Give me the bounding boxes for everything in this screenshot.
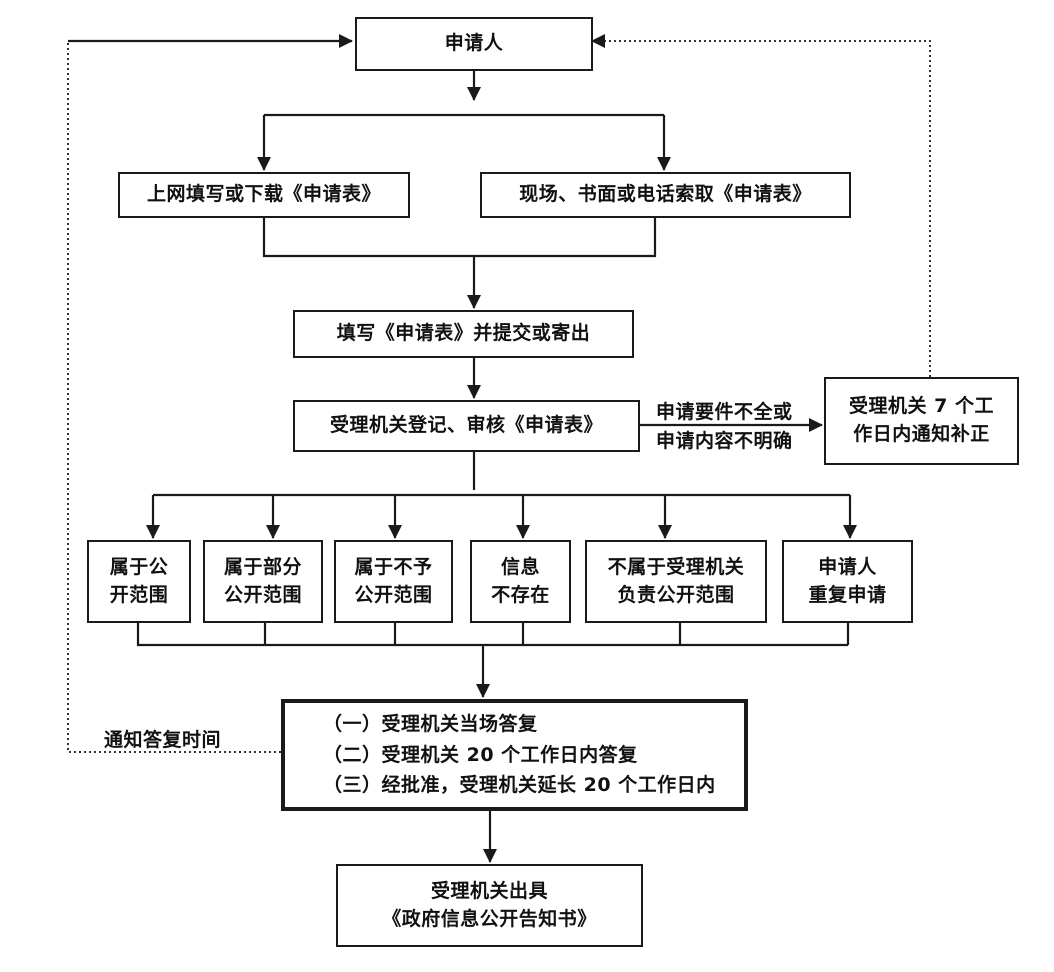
node-download-form: 上网填写或下载《申请表》 bbox=[118, 172, 410, 218]
node-applicant-text: 申请人 bbox=[444, 32, 504, 55]
node-register-review-text: 受理机关登记、审核《申请表》 bbox=[329, 414, 603, 437]
reply-option-3: （三）经批准，受理机关延长 20 个工作日内 bbox=[323, 774, 716, 797]
node-submit-form-text: 填写《申请表》并提交或寄出 bbox=[336, 322, 591, 345]
node-cat-repeat: 申请人 重复申请 bbox=[782, 540, 913, 623]
node-cat-partial: 属于部分 公开范围 bbox=[203, 540, 323, 623]
reply-option-2: （二）受理机关 20 个工作日内答复 bbox=[323, 743, 638, 766]
label-incomplete-line-2: 申请内容不明确 bbox=[656, 429, 793, 452]
node-onsite-form-text: 现场、书面或电话索取《申请表》 bbox=[519, 183, 812, 206]
edge-feedback-right bbox=[591, 34, 931, 377]
node-issue-notice: 受理机关出具 《政府信息公开告知书》 bbox=[336, 864, 643, 947]
node-cat-public: 属于公 开范围 bbox=[87, 540, 191, 623]
node-cat-not-responsible: 不属于受理机关 负责公开范围 bbox=[585, 540, 767, 623]
node-notify-correction-line-1: 受理机关 7 个工 bbox=[849, 395, 994, 418]
edge-category-merge bbox=[136, 622, 848, 647]
edge-feedback-left bbox=[67, 41, 281, 753]
label-incomplete-line-1: 申请要件不全或 bbox=[656, 401, 793, 423]
node-onsite-form: 现场、书面或电话索取《申请表》 bbox=[480, 172, 851, 218]
node-notify-correction-line-2: 作日内通知补正 bbox=[853, 423, 990, 445]
label-notify-time-text: 通知答复时间 bbox=[104, 729, 222, 751]
node-cat-repeat-line-1: 申请人 bbox=[818, 555, 877, 578]
node-cat-not-public: 属于不予 公开范围 bbox=[334, 540, 453, 623]
node-reply-options: （一）受理机关当场答复 （二）受理机关 20 个工作日内答复 （三）经批准，受理… bbox=[281, 699, 748, 811]
node-notify-correction: 受理机关 7 个工 作日内通知补正 bbox=[824, 377, 1019, 465]
node-cat-partial-line-1: 属于部分 bbox=[223, 555, 302, 578]
label-notify-time: 通知答复时间 bbox=[104, 726, 221, 755]
edge-merge bbox=[262, 217, 657, 258]
node-cat-not-responsible-line-2: 负责公开范围 bbox=[617, 583, 735, 606]
node-cat-not-responsible-line-1: 不属于受理机关 bbox=[607, 555, 745, 578]
node-cat-repeat-line-2: 重复申请 bbox=[808, 583, 887, 606]
node-cat-not-exist-line-1: 信息 bbox=[500, 555, 540, 578]
label-incomplete: 申请要件不全或 申请内容不明确 bbox=[656, 398, 793, 455]
reply-option-1: （一）受理机关当场答复 bbox=[323, 713, 538, 736]
node-download-form-text: 上网填写或下载《申请表》 bbox=[146, 183, 381, 206]
node-issue-notice-line-1: 受理机关出具 bbox=[430, 879, 548, 902]
node-cat-partial-line-2: 公开范围 bbox=[223, 583, 302, 606]
node-register-review: 受理机关登记、审核《申请表》 bbox=[293, 400, 640, 452]
node-cat-public-line-2: 开范围 bbox=[109, 583, 169, 606]
node-cat-not-public-line-1: 属于不予 bbox=[354, 555, 433, 578]
node-issue-notice-line-2: 《政府信息公开告知书》 bbox=[382, 907, 597, 930]
node-submit-form: 填写《申请表》并提交或寄出 bbox=[293, 310, 634, 358]
node-applicant: 申请人 bbox=[355, 17, 593, 71]
node-cat-not-public-line-2: 公开范围 bbox=[354, 583, 433, 606]
node-cat-not-exist-line-2: 不存在 bbox=[491, 583, 550, 606]
node-cat-public-line-1: 属于公 bbox=[109, 555, 169, 578]
node-cat-not-exist: 信息 不存在 bbox=[470, 540, 571, 623]
